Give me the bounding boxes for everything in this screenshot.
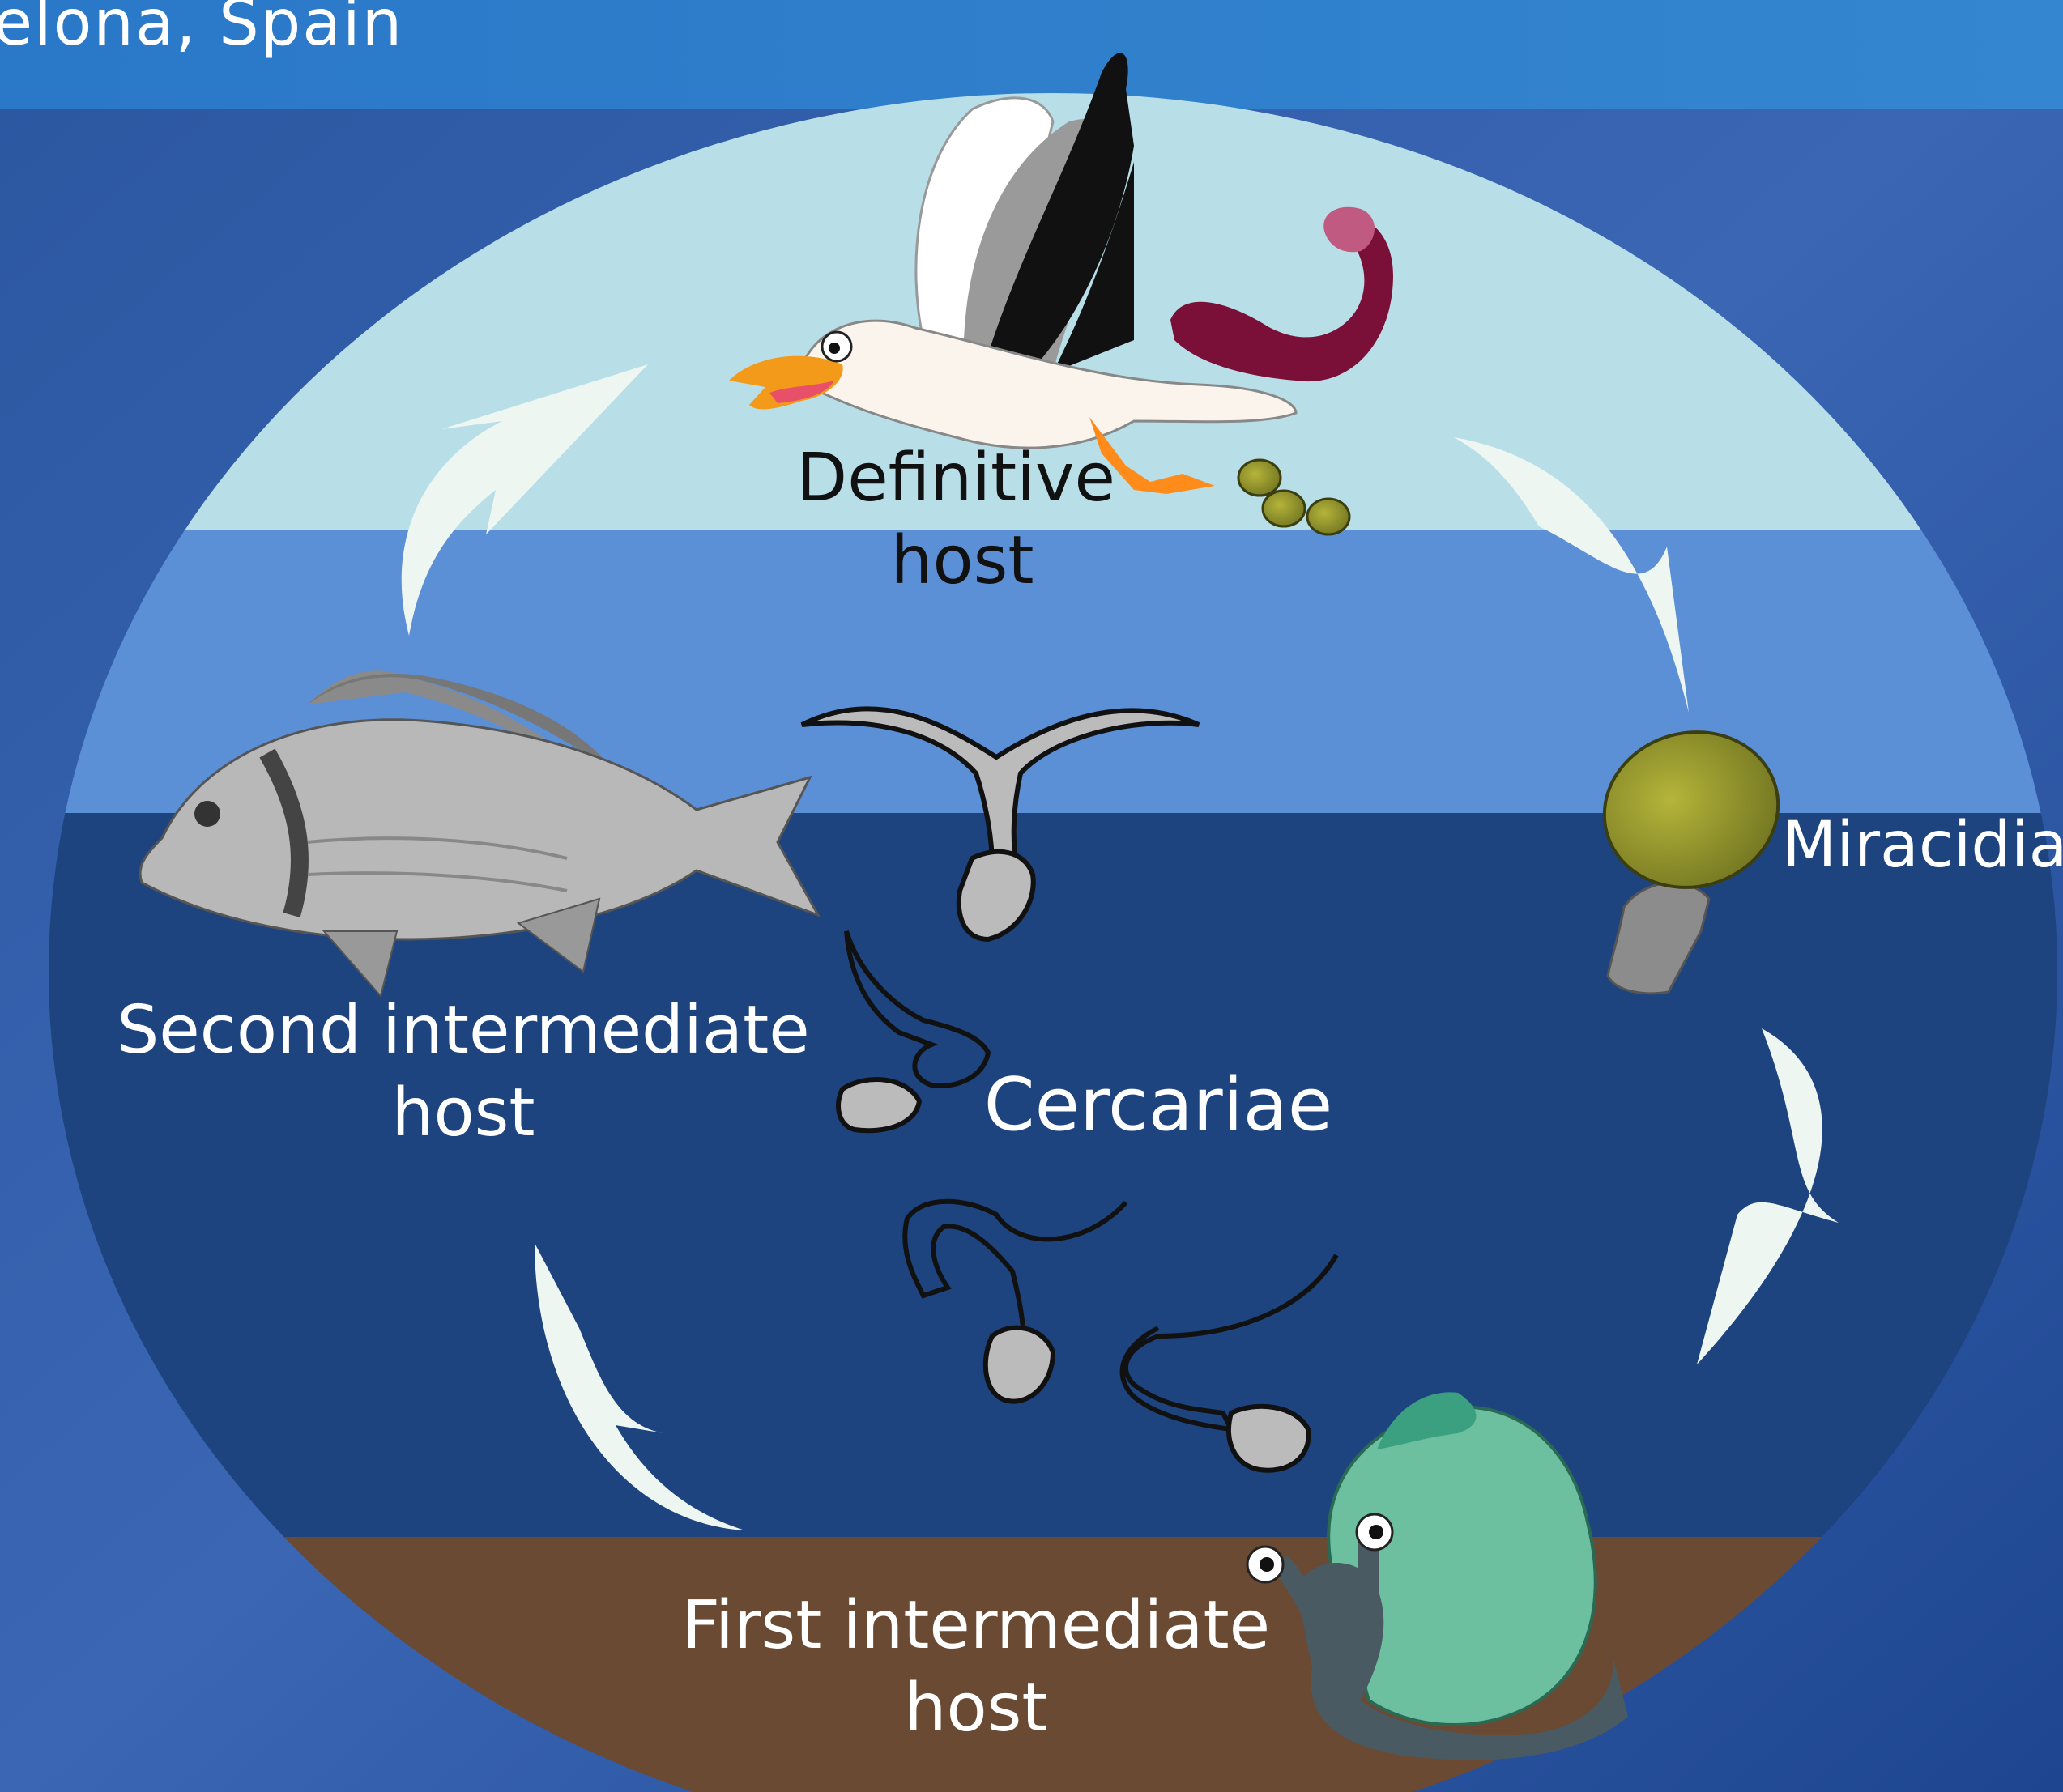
header-title-fragment: elona, Spain	[0, 0, 403, 60]
label-definitive-host-line2: host	[890, 522, 1034, 599]
label-miracidia: Miracidia	[1782, 809, 2063, 882]
label-second-intermediate-host-line1: Second intermediate	[117, 992, 809, 1069]
label-first-intermediate-host-line2: host	[904, 1670, 1047, 1747]
label-cercariae: Cercariae	[984, 1062, 1332, 1147]
label-second-intermediate-host-line2: host	[391, 1075, 535, 1151]
label-definitive-host-line1: Definitive	[796, 440, 1115, 517]
label-first-intermediate-host-line1: First intermediate	[682, 1587, 1270, 1664]
